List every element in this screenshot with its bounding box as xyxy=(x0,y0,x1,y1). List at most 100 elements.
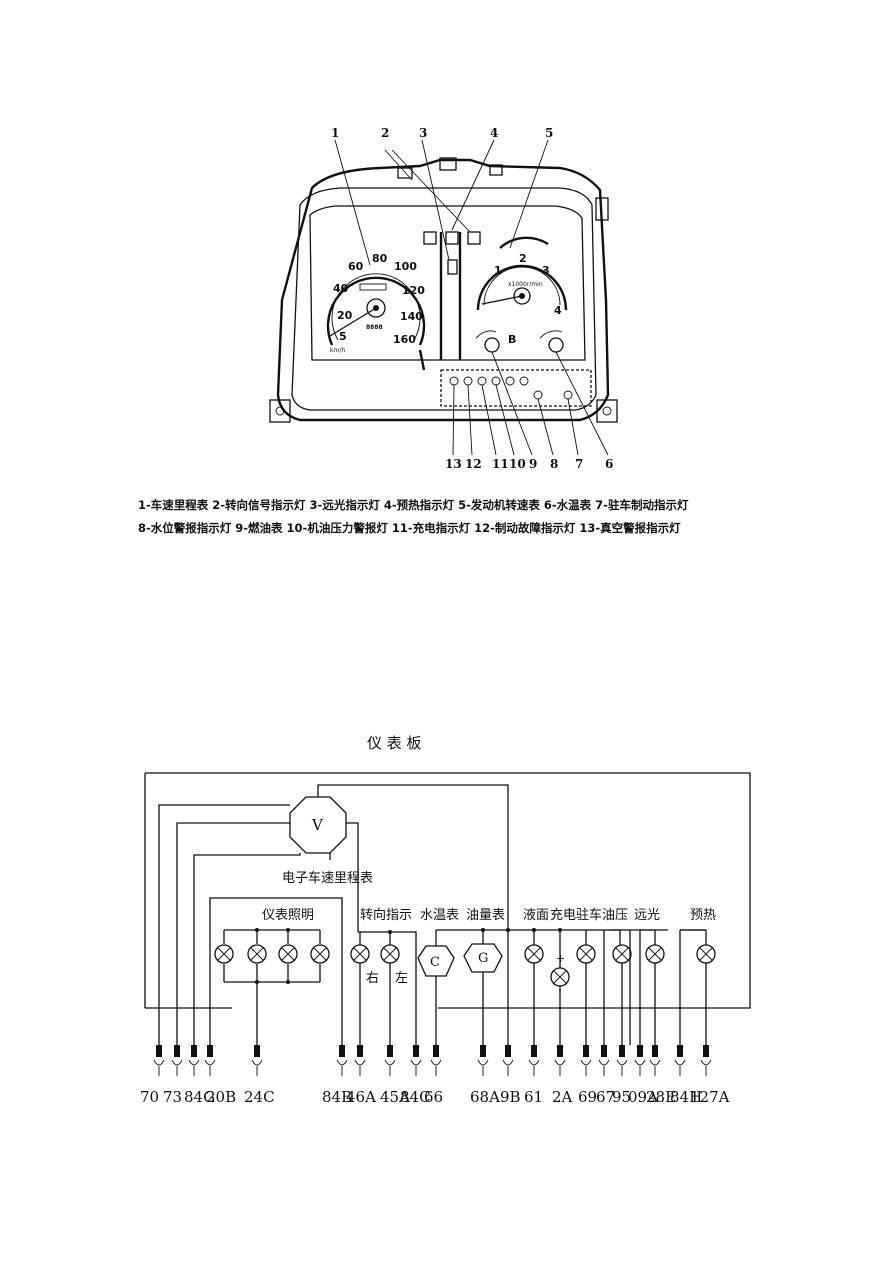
terminal-label: 61 xyxy=(524,1088,543,1106)
speed-tick-120: 120 xyxy=(402,284,425,297)
speed-unit: km/h xyxy=(330,347,345,354)
terminal-socket xyxy=(251,1059,263,1076)
terminal-plug xyxy=(339,1045,345,1057)
terminal-plug xyxy=(677,1045,683,1057)
callout-2: 2 xyxy=(381,126,389,140)
terminal-plug xyxy=(505,1045,511,1057)
terminal-label: 70 xyxy=(140,1088,159,1106)
callout-7: 7 xyxy=(575,457,583,471)
right-turn-label: 右 xyxy=(366,971,379,986)
callout-11: 11 xyxy=(492,457,509,471)
legend-line-2: 8-水位警报指示灯 9-燃油表 10-机油压力警报灯 11-充电指示灯 12-制… xyxy=(138,521,681,535)
wiring-title: 仪 表 板 xyxy=(367,734,422,752)
instrument-cluster-drawing xyxy=(269,139,618,456)
callout-numbers: 1 2 3 4 5 13 12 11 10 9 8 7 6 xyxy=(331,126,613,471)
terminal-plug xyxy=(531,1045,537,1057)
terminal-plug xyxy=(357,1045,363,1057)
wiring-labels: V 电子车速里程表 仪表照明 转向指示 水温表 油量表 液面 充电 驻车 油压 … xyxy=(262,816,716,986)
callout-12: 12 xyxy=(465,457,482,471)
terminal-plug xyxy=(433,1045,439,1057)
tachometer-labels: 1 2 3 4 x1000r/min B xyxy=(494,252,562,346)
terminal-label: 28E xyxy=(646,1088,676,1106)
terminal-socket xyxy=(554,1059,566,1076)
terminal-label: 84C xyxy=(400,1088,431,1106)
terminal-socket xyxy=(502,1059,514,1076)
water-gauge-symbol: C xyxy=(430,955,440,970)
lighting-lamps xyxy=(214,928,330,1045)
terminal-socket xyxy=(700,1059,712,1076)
terminal-socket xyxy=(153,1059,165,1076)
group-label-water-temp: 水温表 xyxy=(420,908,459,923)
terminal-socket xyxy=(430,1059,442,1076)
tach-tick-3: 3 xyxy=(542,264,550,277)
callout-10: 10 xyxy=(509,457,526,471)
terminal-plug xyxy=(387,1045,393,1057)
terminal-label: 95 xyxy=(612,1088,631,1106)
terminal-socket xyxy=(336,1059,348,1076)
group-label-preheat: 预热 xyxy=(690,908,716,923)
speedometer-labels: 20 40 60 80 100 120 140 160 5 km/h 8888 xyxy=(330,252,425,354)
tach-tick-4: 4 xyxy=(554,304,562,317)
terminal-label: 46A xyxy=(346,1088,376,1106)
speedometer-label: 电子车速里程表 xyxy=(282,870,373,886)
terminal-plug xyxy=(207,1045,213,1057)
terminal-socket xyxy=(410,1059,422,1076)
speed-tick-60: 60 xyxy=(348,260,364,273)
callout-9: 9 xyxy=(529,457,537,471)
terminal-plug xyxy=(619,1045,625,1057)
speed-tick-140: 140 xyxy=(400,310,423,323)
terminal-socket xyxy=(598,1059,610,1076)
fuel-gauge-symbol: G xyxy=(478,951,488,966)
terminal-label: 84G xyxy=(184,1088,215,1106)
speed-tick-80: 80 xyxy=(372,252,388,265)
tach-unit: x1000r/min xyxy=(508,281,543,288)
terminal-socket xyxy=(188,1059,200,1076)
group-label-fuel: 油量表 xyxy=(466,908,505,923)
terminal-plug xyxy=(480,1045,486,1057)
group-label-parking: 驻车 xyxy=(576,907,602,923)
terminal-plug xyxy=(557,1045,563,1057)
terminal-plug xyxy=(191,1045,197,1057)
meter-symbol: V xyxy=(311,816,324,834)
terminal-label: 73 xyxy=(163,1088,182,1106)
speed-tick-20: 20 xyxy=(337,309,353,322)
terminal-socket xyxy=(204,1059,216,1076)
group-label-high-beam: 远光 xyxy=(634,908,660,923)
charge-mark: + xyxy=(556,952,565,965)
terminal-socket xyxy=(649,1059,661,1076)
callout-1: 1 xyxy=(331,126,339,140)
callout-3: 3 xyxy=(419,126,427,140)
terminal-label: 20B xyxy=(206,1088,236,1106)
terminal-plug xyxy=(413,1045,419,1057)
group-label-lighting: 仪表照明 xyxy=(262,908,314,923)
group-label-level: 液面 xyxy=(523,908,549,923)
terminal-plug xyxy=(637,1045,643,1057)
callout-6: 6 xyxy=(605,457,613,471)
callout-5: 5 xyxy=(545,126,553,140)
left-turn-label: 左 xyxy=(395,971,408,986)
speed-tick-40: 40 xyxy=(333,282,349,295)
terminal-plug xyxy=(652,1045,658,1057)
group-label-turn: 转向指示 xyxy=(360,907,412,923)
terminal-plug xyxy=(254,1045,260,1057)
terminal-socket xyxy=(580,1059,592,1076)
terminal-label: 2A xyxy=(552,1088,573,1106)
terminal-label: 45A xyxy=(380,1088,410,1106)
terminal-socket xyxy=(616,1059,628,1076)
terminal-label: 09A xyxy=(628,1088,658,1106)
terminal-label: 69 xyxy=(578,1088,597,1106)
terminal-socket xyxy=(354,1059,366,1076)
tach-tick-1: 1 xyxy=(494,264,502,277)
callout-13: 13 xyxy=(445,457,462,471)
speed-zero: 5 xyxy=(339,330,347,343)
terminal-socket xyxy=(171,1059,183,1076)
terminal-socket xyxy=(674,1059,686,1076)
terminal-label: 127A xyxy=(690,1088,730,1106)
odometer: 8888 xyxy=(366,324,383,331)
terminal-label: 24C xyxy=(244,1088,275,1106)
terminal-connectors xyxy=(153,1045,712,1076)
tach-tick-2: 2 xyxy=(519,252,527,265)
terminal-socket xyxy=(634,1059,646,1076)
terminal-label: 68A xyxy=(470,1088,500,1106)
